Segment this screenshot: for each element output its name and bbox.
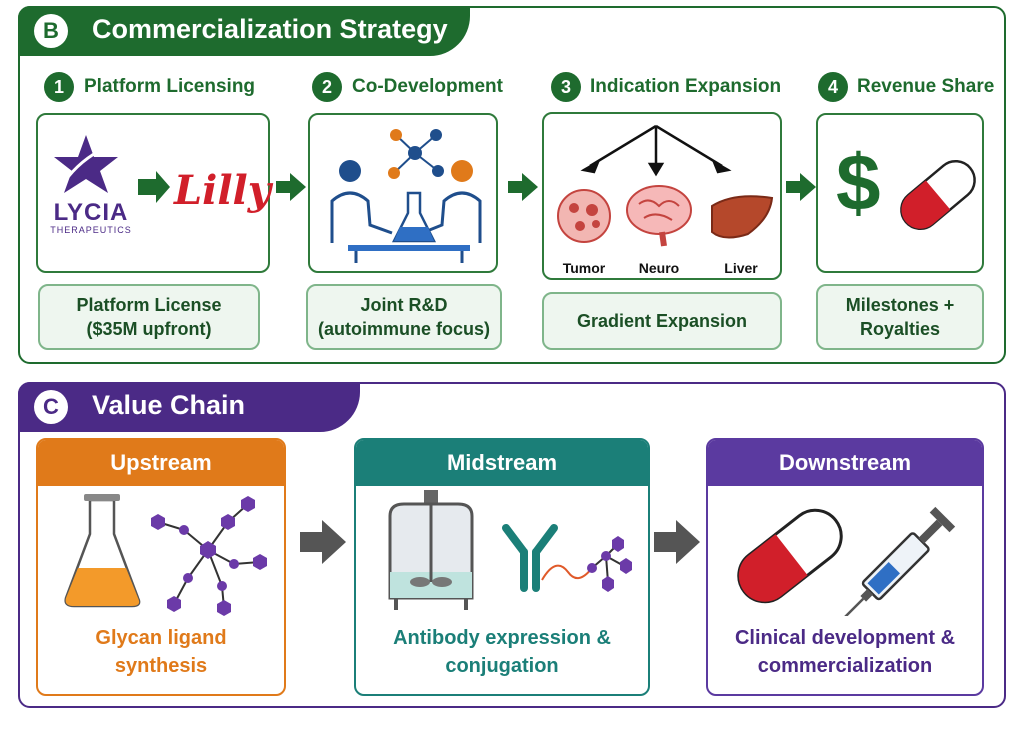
value-chain-panel: [18, 382, 1006, 708]
stage-midstream: Midstream Antibody expression & conjugat…: [354, 438, 650, 696]
capsule-syringe-icon: [737, 506, 956, 616]
arrow-right-icon: [654, 520, 700, 564]
licensing-label-line-2: ($35M upfront): [86, 319, 212, 339]
dollar-icon: $: [836, 138, 881, 227]
indication-card: Tumor Neuro Liver: [542, 112, 782, 280]
section-letter-b: B: [34, 14, 68, 48]
stage-downstream-line-2: commercialization: [757, 655, 933, 677]
joint-lab-icon: [330, 129, 482, 263]
step-3-number: 3: [551, 72, 581, 102]
licensing-label-line-1: Platform License: [76, 294, 222, 315]
stage-upstream-description: Glycan ligand synthesis: [38, 624, 284, 680]
bioreactor-antibody-icon: [388, 490, 632, 610]
stage-midstream-title: Midstream: [356, 440, 648, 486]
arrow-right-icon: [786, 173, 816, 201]
lycia-logo-text: LYCIA: [53, 199, 129, 226]
indication-label: Gradient Expansion: [542, 292, 782, 350]
revenue-label: Milestones + Royalties: [816, 284, 984, 350]
stage-midstream-description: Antibody expression & conjugation: [356, 624, 648, 680]
commercialization-panel: [18, 6, 1006, 364]
step-3-title: Indication Expansion: [590, 76, 782, 97]
step-1-number: 1: [44, 72, 74, 102]
licensing-label: Platform License ($35M upfront): [38, 284, 260, 350]
stage-downstream-title: Downstream: [708, 440, 982, 486]
step-4-title: Revenue Share: [857, 76, 995, 97]
step-2-number: 2: [312, 72, 342, 102]
glycan-synthesis-icon: [64, 494, 267, 616]
codevelopment-label: Joint R&D (autoimmune focus): [306, 284, 502, 350]
stage-upstream-title: Upstream: [38, 440, 284, 486]
arrow-right-icon: [508, 173, 538, 201]
stage-downstream-description: Clinical development & commercialization: [708, 624, 982, 680]
lilly-logo-text: Lilly: [174, 167, 271, 214]
arrow-right-icon: [300, 520, 346, 564]
step-4-number: 4: [818, 72, 848, 102]
indication-tree-icon: [557, 124, 774, 247]
value-chain-title: Value Chain: [92, 390, 246, 420]
commercialization-header: B Commercialization Strategy: [18, 6, 470, 56]
stage-upstream: Upstream Glycan ligand synthesis: [36, 438, 286, 696]
revenue-label-line-1: Milestones +: [845, 294, 955, 315]
stage-midstream-line-2: conjugation: [445, 655, 559, 677]
codevelopment-label-line-1: Joint R&D: [360, 294, 448, 315]
licensing-partners-icon: [54, 135, 170, 203]
indication-label-line-1: Gradient Expansion: [576, 310, 748, 331]
revenue-icon: [900, 159, 976, 231]
step-2-title: Co-Development: [352, 76, 503, 97]
organ-label-neuro: Neuro: [638, 260, 680, 276]
arrow-right-icon: [276, 173, 306, 201]
stage-upstream-line-1: Glycan ligand: [95, 627, 227, 649]
stage-upstream-line-2: synthesis: [114, 655, 208, 677]
step-1-title: Platform Licensing: [84, 76, 256, 97]
lycia-logo-subtext: THERAPEUTICS: [50, 225, 132, 235]
organ-label-liver: Liver: [724, 260, 758, 276]
stage-midstream-line-1: Antibody expression &: [393, 627, 611, 649]
stage-downstream: Downstream Clinical development & commer…: [706, 438, 984, 696]
revenue-label-line-2: Royalties: [859, 319, 941, 339]
organ-label-tumor: Tumor: [562, 260, 606, 276]
value-chain-header: C Value Chain: [18, 382, 360, 432]
section-letter-c: C: [34, 390, 68, 424]
stage-downstream-line-1: Clinical development &: [734, 627, 956, 649]
revenue-card: $: [816, 113, 984, 273]
licensing-card: LYCIA THERAPEUTICS Lilly: [36, 113, 271, 273]
codevelopment-label-line-2: (autoimmune focus): [317, 319, 490, 339]
codevelopment-card: [308, 113, 498, 273]
commercialization-title: Commercialization Strategy: [92, 14, 448, 44]
